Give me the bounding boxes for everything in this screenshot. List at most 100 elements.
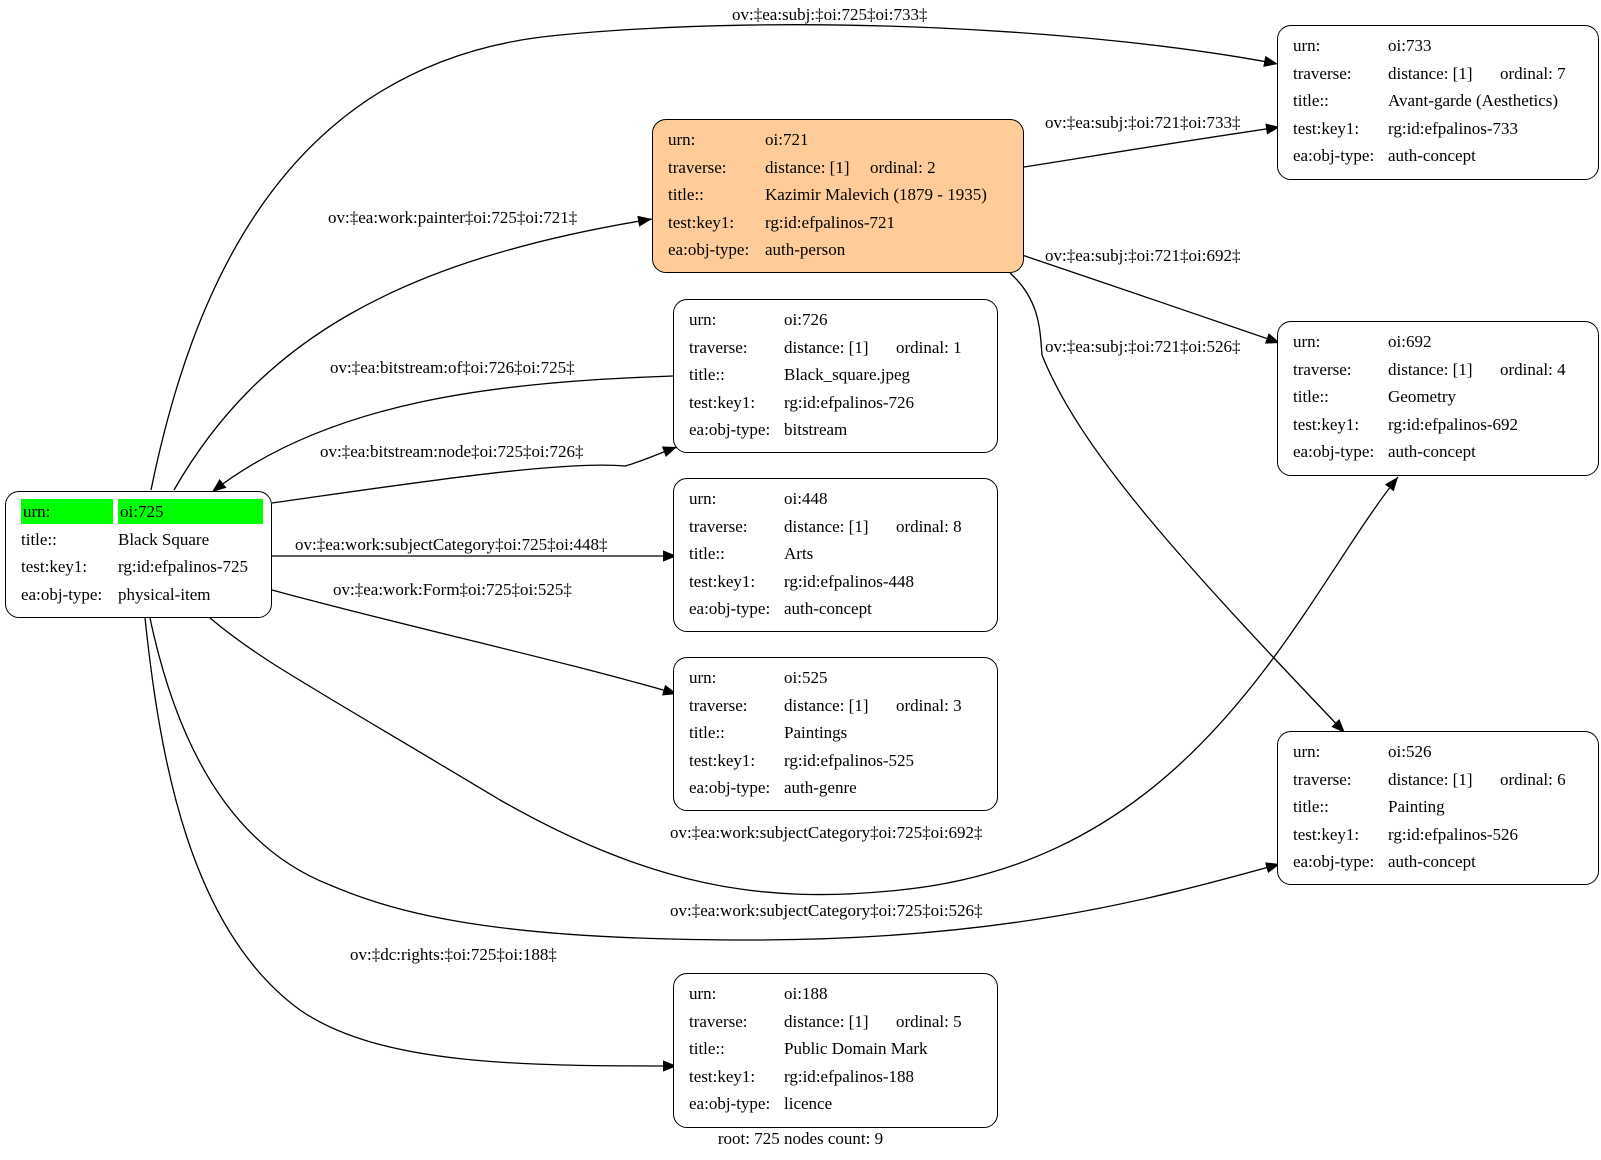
edge-label-725-726: ov:‡ea:bitstream:node‡oi:725‡oi:726‡ <box>320 442 584 461</box>
edge-label-725-692: ov:‡ea:work:subjectCategory‡oi:725‡oi:69… <box>670 823 983 842</box>
edge-725-188 <box>144 617 678 1072</box>
node-key-title: title:: <box>689 544 725 564</box>
node-key-traverse: traverse: <box>689 337 748 357</box>
edge-725-526 <box>149 617 1281 941</box>
node-value-type: auth-genre <box>784 778 857 798</box>
node-oi-526[interactable]: urn:oi:526 traverse:distance: [1]ordinal… <box>1277 731 1599 885</box>
node-value-key1: rg:id:efpalinos-733 <box>1388 118 1518 138</box>
node-oi-721[interactable]: urn:oi:721 traverse:distance: [1]ordinal… <box>652 119 1024 273</box>
node-key-key1: test:key1: <box>1293 118 1360 138</box>
node-value-type: auth-concept <box>1388 146 1476 166</box>
node-key-key1: test:key1: <box>689 571 756 591</box>
node-value-urn: oi:526 <box>1388 742 1432 761</box>
edge-725-733 <box>150 24 1279 491</box>
edge-726-725 <box>211 375 674 493</box>
node-value-ordinal: ordinal: 1 <box>896 337 962 357</box>
edge-label-721-733: ov:‡ea:subj:‡oi:721‡oi:733‡ <box>1045 113 1241 132</box>
node-key-traverse: traverse: <box>689 1011 748 1031</box>
node-value-type: auth-concept <box>784 599 872 619</box>
node-key-type: ea:obj-type: <box>1293 442 1375 462</box>
node-key-key1: test:key1: <box>689 1066 756 1086</box>
node-value-ordinal: ordinal: 7 <box>1500 63 1566 83</box>
node-key-urn: urn: <box>1293 332 1321 351</box>
node-value-ordinal: ordinal: 5 <box>896 1011 962 1031</box>
edge-label-721-526: ov:‡ea:subj:‡oi:721‡oi:526‡ <box>1045 337 1241 356</box>
node-value-ordinal: ordinal: 6 <box>1500 769 1566 789</box>
node-key-type: ea:obj-type: <box>1293 146 1375 166</box>
node-key-key1: test:key1: <box>689 392 756 412</box>
node-key-traverse: traverse: <box>1293 769 1352 789</box>
node-key-title: title:: <box>689 1039 725 1059</box>
node-key-key1: test:key1: <box>1293 824 1360 844</box>
edge-label-725-721: ov:‡ea:work:painter‡oi:725‡oi:721‡ <box>328 208 578 227</box>
node-key-urn: urn: <box>1293 36 1321 55</box>
node-value-urn: oi:726 <box>784 310 828 329</box>
edge-725-525 <box>271 589 678 696</box>
node-key-traverse: traverse: <box>689 695 748 715</box>
node-value-urn: oi:448 <box>784 489 828 508</box>
node-value-distance: distance: [1] <box>1388 63 1473 83</box>
node-key-urn: urn: <box>689 489 717 508</box>
node-value-key1: rg:id:efpalinos-188 <box>784 1066 914 1086</box>
node-key-key1: test:key1: <box>689 750 756 770</box>
node-key-urn: urn: <box>689 310 717 329</box>
node-key-type: ea:obj-type: <box>21 584 103 604</box>
node-value-type: auth-concept <box>1388 852 1476 872</box>
node-key-type: ea:obj-type: <box>1293 852 1375 872</box>
node-key-urn: urn: <box>1293 742 1321 761</box>
edge-label-725-733: ov:‡ea:subj:‡oi:725‡oi:733‡ <box>732 5 928 24</box>
node-key-traverse: traverse: <box>1293 63 1352 83</box>
node-row-title: title:: Black Square <box>21 526 271 554</box>
node-key-title: title:: <box>689 365 725 385</box>
node-oi-726[interactable]: urn: oi:726 traverse: distance: [1] ordinal… <box>673 299 998 453</box>
node-key-key1: test:key1: <box>1293 414 1360 434</box>
node-key-traverse: traverse: <box>689 516 748 536</box>
node-value-urn: oi:692 <box>1388 332 1432 351</box>
node-oi-733[interactable]: urn: oi:733 traverse: distance: [1] ordinal… <box>1277 25 1599 180</box>
node-value-ordinal: ordinal: 3 <box>896 695 962 715</box>
node-key-urn: urn: <box>21 499 113 524</box>
node-oi-188[interactable]: urn:oi:188 traverse:distance: [1]ordinal… <box>673 973 998 1128</box>
node-value-urn: oi:721 <box>765 130 809 149</box>
node-key-traverse: traverse: <box>668 157 727 177</box>
edge-label-725-526: ov:‡ea:work:subjectCategory‡oi:725‡oi:52… <box>670 901 983 920</box>
node-value-title: Public Domain Mark <box>784 1039 928 1059</box>
node-key-traverse: traverse: <box>1293 359 1352 379</box>
node-oi-448[interactable]: urn:oi:448 traverse:distance: [1]ordinal… <box>673 478 998 632</box>
node-key-title: title:: <box>1293 387 1329 407</box>
node-value-key1: rg:id:efpalinos-448 <box>784 571 914 591</box>
node-key-urn: urn: <box>689 668 717 687</box>
node-oi-725[interactable]: urn: oi:725 title:: Black Square test:ke… <box>5 491 272 618</box>
node-key-type: ea:obj-type: <box>689 420 771 440</box>
edge-label-726-725: ov:‡ea:bitstream:of‡oi:726‡oi:725‡ <box>330 358 575 377</box>
node-value-distance: distance: [1] <box>784 695 869 715</box>
edge-721-733 <box>1023 123 1281 168</box>
edge-725-726 <box>271 446 678 504</box>
node-row-urn: urn: oi:725 <box>21 498 271 526</box>
node-key-type: ea:obj-type: <box>689 599 771 619</box>
node-row-type: ea:obj-type: physical-item <box>21 581 271 609</box>
node-value-key1: rg:id:efpalinos-525 <box>784 750 914 770</box>
node-oi-692[interactable]: urn:oi:692 traverse:distance: [1]ordinal… <box>1277 321 1599 476</box>
node-value-distance: distance: [1] <box>784 337 869 357</box>
graph-footer: root: 725 nodes count: 9 <box>717 1129 884 1148</box>
node-value-ordinal: ordinal: 8 <box>896 516 962 536</box>
node-value-key1: rg:id:efpalinos-692 <box>1388 414 1518 434</box>
edge-label-725-448: ov:‡ea:work:subjectCategory‡oi:725‡oi:44… <box>295 535 608 554</box>
node-key-type: ea:obj-type: <box>668 240 750 260</box>
node-value-distance: distance: [1] <box>784 1011 869 1031</box>
node-key-type: ea:obj-type: <box>689 1094 771 1114</box>
node-value-key1: rg:id:efpalinos-721 <box>765 212 895 232</box>
node-key-urn: urn: <box>668 130 696 149</box>
edge-725-692 <box>209 476 1399 896</box>
node-value-title: Kazimir Malevich (1879 - 1935) <box>765 185 987 205</box>
node-row-key: test:key1: rg:id:efpalinos-725 <box>21 553 271 581</box>
node-value-urn: oi:725 <box>118 499 263 524</box>
edge-label-721-692: ov:‡ea:subj:‡oi:721‡oi:692‡ <box>1045 246 1241 265</box>
node-value-ordinal: ordinal: 4 <box>1500 359 1566 379</box>
node-oi-525[interactable]: urn:oi:525 traverse:distance: [1]ordinal… <box>673 657 998 811</box>
node-value-title: Arts <box>784 544 814 564</box>
node-value-title: Paintings <box>784 723 848 743</box>
node-key-title: title:: <box>21 529 57 549</box>
node-value-urn: oi:733 <box>1388 36 1432 55</box>
